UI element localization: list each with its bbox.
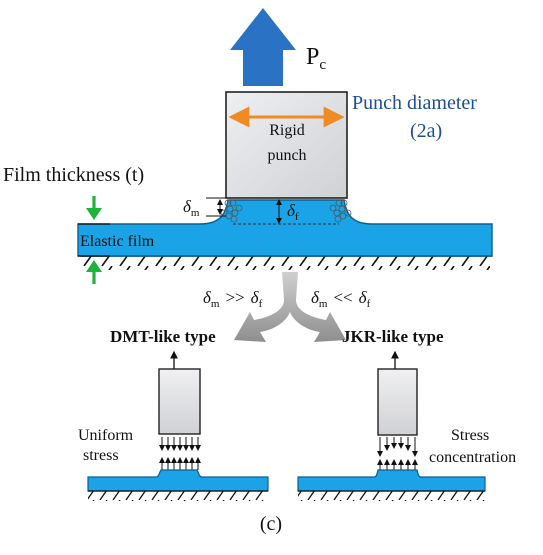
jkr-ground-hatch [298, 491, 485, 501]
uniform-stress-label-line1: Uniform [78, 427, 134, 444]
uniform-stress-label-line2: stress [83, 447, 119, 464]
elastic-film-label: Elastic film [80, 233, 155, 250]
punch-diameter-label: Punch diameter [352, 92, 477, 114]
film-thickness-arrow-top [86, 196, 102, 220]
rigid-punch-label-line2: punch [267, 147, 306, 164]
stress-concentration-label-line2: concentration [429, 449, 516, 466]
film-thickness-label: Film thickness (t) [3, 164, 144, 186]
rigid-punch [225, 91, 348, 199]
delta-m-label: δm [183, 197, 200, 219]
dmt-condition: δm>>δf [203, 288, 263, 310]
jkr-condition: δm<<δf [311, 288, 371, 310]
jkr-type-title: JKR-like type [342, 327, 444, 346]
rigid-punch-label-line1: Rigid [269, 122, 305, 139]
panel-label: (c) [260, 513, 282, 535]
dmt-film [87, 469, 269, 492]
ground-hatch [80, 256, 490, 270]
stress-concentration-label-line1: Stress [451, 427, 489, 444]
jkr-punch [377, 368, 418, 436]
delta-f-label: δf [287, 201, 299, 223]
jkr-concentrated-stress-arrows [377, 437, 418, 470]
dmt-uniform-stress-arrows [159, 437, 201, 470]
dmt-punch [158, 368, 201, 435]
jkr-film [297, 469, 486, 492]
dmt-ground-hatch [88, 491, 268, 501]
force-label: Pc [306, 44, 326, 73]
dmt-type-title: DMT-like type [110, 327, 216, 346]
pull-force-arrow [230, 8, 296, 86]
film-thickness-arrow-bottom [86, 260, 102, 284]
adhesion-circles-right [329, 199, 352, 223]
punch-diameter-symbol: (2a) [410, 120, 442, 142]
split-arrow [234, 272, 346, 342]
